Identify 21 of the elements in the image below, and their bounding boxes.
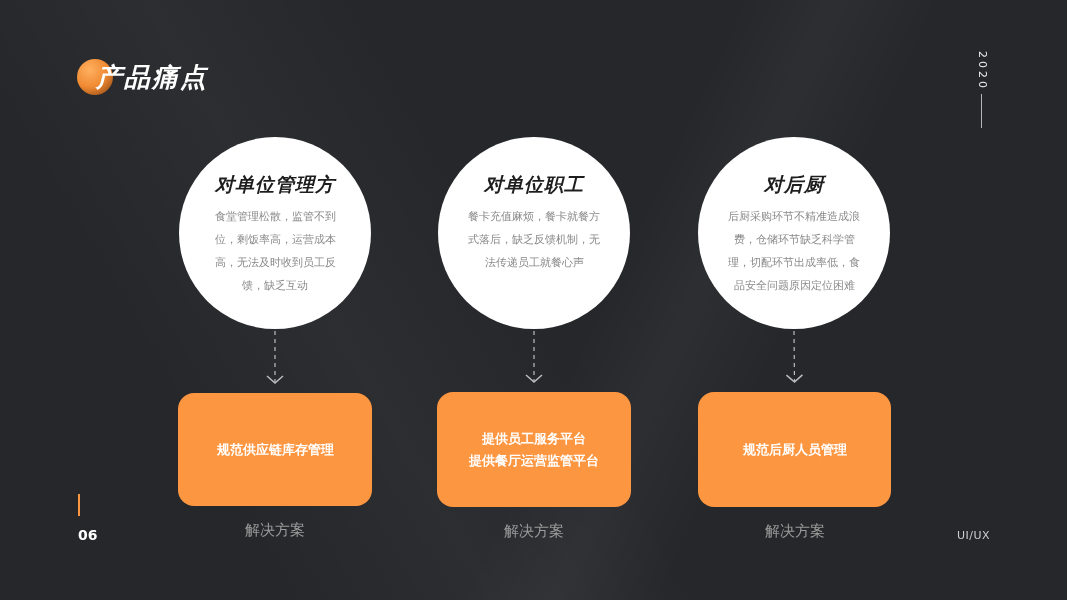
- solution-text: 提供餐厅运营监管平台: [469, 451, 599, 470]
- circle-body-text: 食堂管理松散，监管不到位，剩饭率高，运营成本高，无法及时收到员工反馈，缺乏互动: [213, 209, 337, 294]
- solution-box: [698, 392, 891, 507]
- caption-text: 解决方案: [245, 520, 305, 540]
- dashed-arrow: [785, 330, 804, 383]
- solution-box: [178, 393, 372, 506]
- caption-text: 解决方案: [504, 521, 564, 541]
- circle-body-text: 后厨采购环节不精准造成浪费，仓储环节缺乏科学管理，切配环节出成率低，食品安全问题原因定位困难: [727, 209, 861, 294]
- page-number: 06: [78, 526, 98, 544]
- dashed-arrow: [266, 330, 284, 384]
- circle-heading: 对单位管理方: [215, 172, 335, 197]
- footer-text: UI/UX: [957, 528, 991, 544]
- solution-text: 规范后厨人员管理: [742, 440, 847, 459]
- dashed-arrow: [525, 330, 543, 383]
- solution-text: 规范供应链库存管理: [216, 440, 334, 459]
- circle-body-text: 餐卡充值麻烦，餐卡就餐方式落后，缺乏反馈机制，无法传递员工就餐心声: [467, 209, 601, 271]
- year-text: 2020: [975, 51, 989, 91]
- solution-text: 提供员工服务平台: [482, 429, 586, 448]
- circle-heading: 对单位职工: [484, 172, 584, 197]
- solution-box: [437, 392, 631, 507]
- caption-text: 解决方案: [764, 521, 825, 541]
